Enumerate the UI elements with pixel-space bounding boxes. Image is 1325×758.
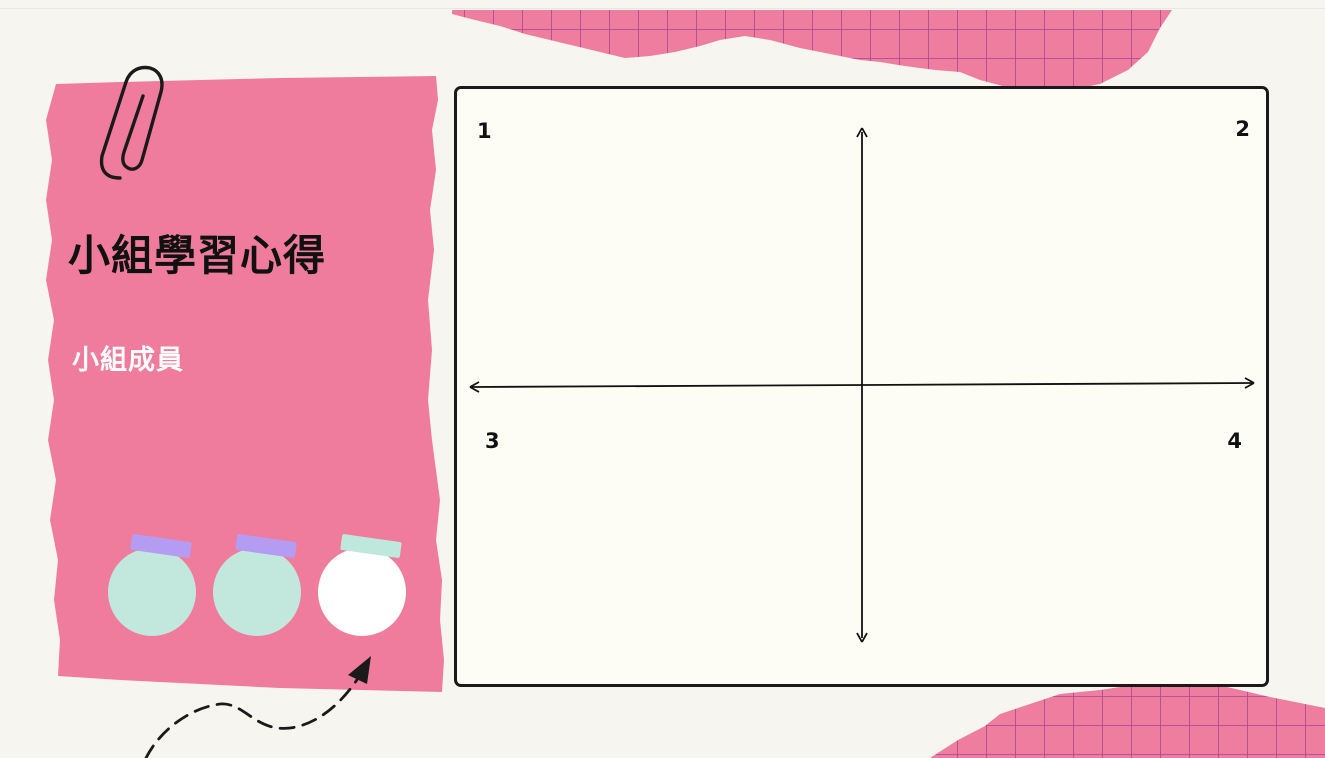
quadrant-axes <box>0 0 1325 758</box>
